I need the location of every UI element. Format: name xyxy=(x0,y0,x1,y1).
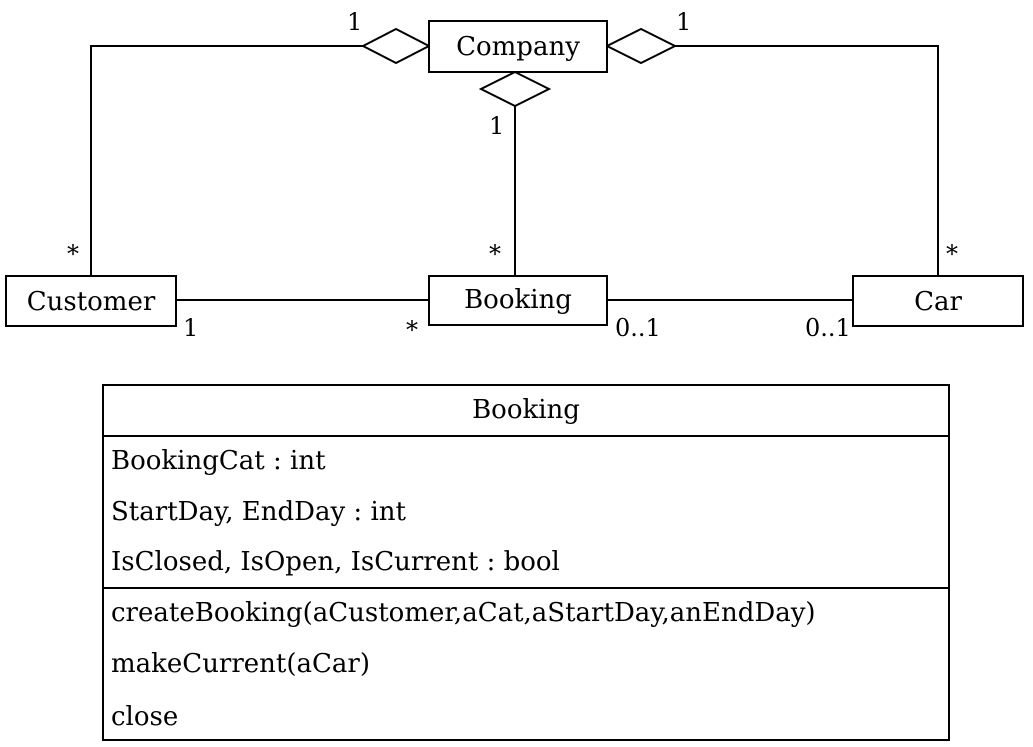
aggregation-diamond-car xyxy=(604,27,678,65)
class-box xyxy=(428,20,608,73)
aggregation-diamond-booking xyxy=(478,70,552,108)
company-car-association xyxy=(675,45,939,276)
operation-row: close xyxy=(111,702,178,732)
operation-row: createBooking(aCustomer,aCat,aStartDay,a… xyxy=(111,598,816,628)
multiplicity-labels: 1 1 1 * * * 1 * 0..1 0..1 xyxy=(67,8,958,344)
operation-row: makeCurrent(aCar) xyxy=(111,649,370,679)
multiplicity-customer-company: * xyxy=(67,240,79,268)
multiplicity-car-company: * xyxy=(946,240,958,268)
class-name: Company xyxy=(456,32,580,62)
multiplicity-booking-customer: * xyxy=(406,316,418,344)
attribute-row: StartDay, EndDay : int xyxy=(111,497,407,527)
class-customer: Customer xyxy=(5,275,177,327)
multiplicity-customer-booking: 1 xyxy=(183,314,198,342)
aggregation-diamonds xyxy=(360,27,678,108)
class-name: Booking xyxy=(464,285,572,315)
multiplicity-company-customer: 1 xyxy=(347,8,362,36)
multiplicity-booking-car: 0..1 xyxy=(615,314,661,342)
class-car: Car xyxy=(852,275,1024,327)
class-detail-box xyxy=(102,384,950,741)
attribute-row: BookingCat : int xyxy=(111,446,326,476)
class-company: Company xyxy=(428,20,608,73)
associations xyxy=(90,45,939,301)
class-name: Car xyxy=(914,287,962,317)
class-box xyxy=(852,275,1024,327)
class-booking: Booking xyxy=(428,275,608,326)
booking-class-detail: Booking BookingCat : int StartDay, EndDa… xyxy=(102,384,950,741)
class-detail-name: Booking xyxy=(472,395,580,425)
class-box xyxy=(428,275,608,326)
multiplicity-company-car: 1 xyxy=(676,8,691,36)
class-box xyxy=(5,275,177,327)
aggregation-diamond-customer xyxy=(360,27,432,65)
class-name: Customer xyxy=(27,287,156,317)
multiplicity-car-booking: 0..1 xyxy=(805,314,851,342)
multiplicity-company-booking: 1 xyxy=(489,112,504,140)
multiplicity-booking-company: * xyxy=(489,240,501,268)
company-customer-association xyxy=(90,45,363,276)
attribute-row: IsClosed, IsOpen, IsCurrent : bool xyxy=(111,547,560,577)
